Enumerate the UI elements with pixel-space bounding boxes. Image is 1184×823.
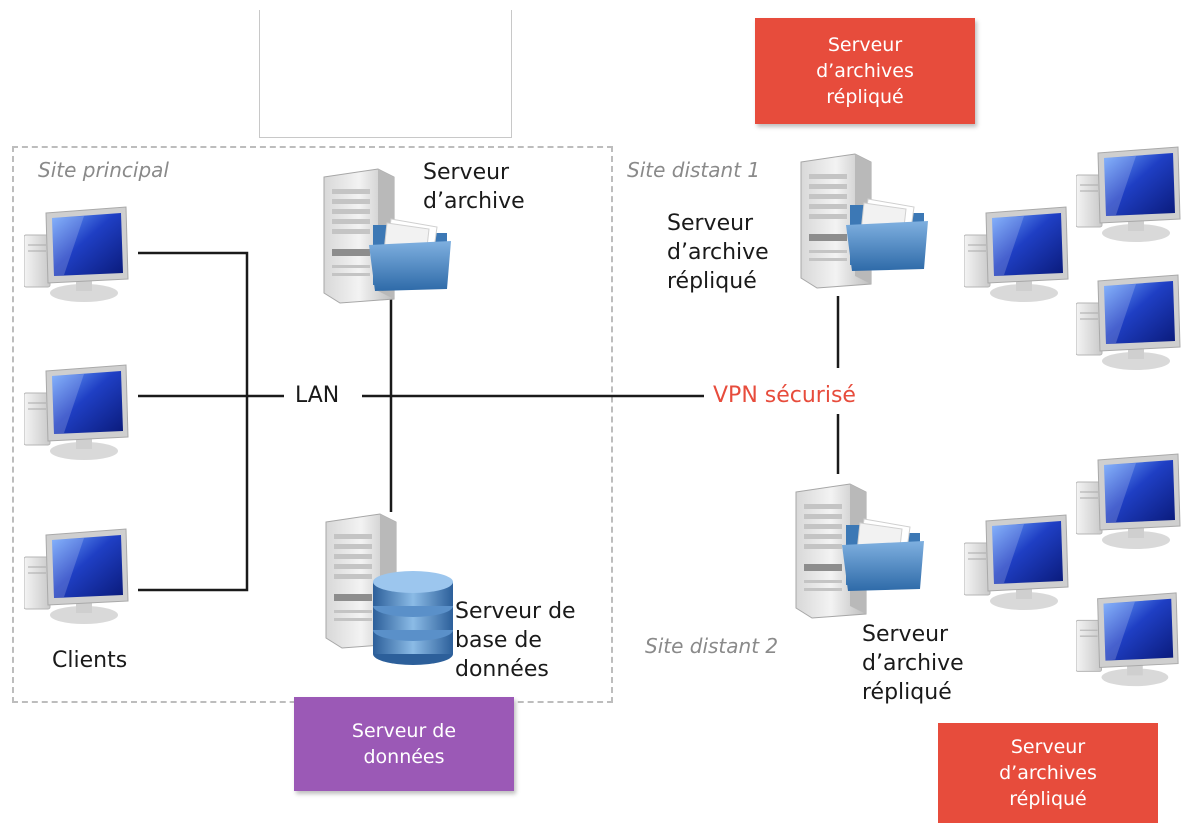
client-bus-line <box>138 251 249 592</box>
badge-text: Serveur de données <box>351 720 457 768</box>
replicated-archive-badge-top: Serveur d’archives répliqué <box>755 18 975 124</box>
serveur-archive-replique-2-label: Serveur d’archive répliqué <box>862 622 964 705</box>
site-distant-2-label: Site distant 2 <box>645 634 779 658</box>
computer-monitor-icon <box>1076 452 1184 552</box>
computer-monitor-icon <box>1076 590 1184 690</box>
database-icon <box>368 568 458 668</box>
blank-panel <box>259 10 512 138</box>
replicated-server-2-folder-icon <box>838 515 928 595</box>
serveur-bdd-label: Serveur de base de données <box>455 599 576 682</box>
computer-monitor-icon <box>24 527 134 627</box>
archive-folder-icon <box>365 215 455 295</box>
serveur-archive-label: Serveur d’archive <box>423 160 525 214</box>
badge-text: Serveur d’archives répliqué <box>999 736 1097 810</box>
computer-monitor-icon <box>24 363 134 463</box>
computer-monitor-icon <box>964 513 1074 613</box>
computer-monitor-icon <box>1076 145 1184 245</box>
serveur-archive-replique-1-label: Serveur d’archive répliqué <box>667 211 769 294</box>
site-distant-1-label: Site distant 1 <box>627 158 761 182</box>
replicated-server-1-folder-icon <box>842 195 932 275</box>
computer-monitor-icon <box>964 205 1074 305</box>
computer-monitor-icon <box>1076 273 1184 373</box>
lan-label: LAN <box>295 383 340 408</box>
site-principal-label: Site principal <box>38 158 169 182</box>
vpn-label: VPN sécurisé <box>713 383 856 408</box>
clients-label: Clients <box>52 648 128 673</box>
replicated-archive-badge-bottom: Serveur d’archives répliqué <box>938 723 1158 823</box>
badge-text: Serveur d’archives répliqué <box>816 34 914 108</box>
data-server-badge: Serveur de données <box>294 697 514 791</box>
computer-monitor-icon <box>24 205 134 305</box>
